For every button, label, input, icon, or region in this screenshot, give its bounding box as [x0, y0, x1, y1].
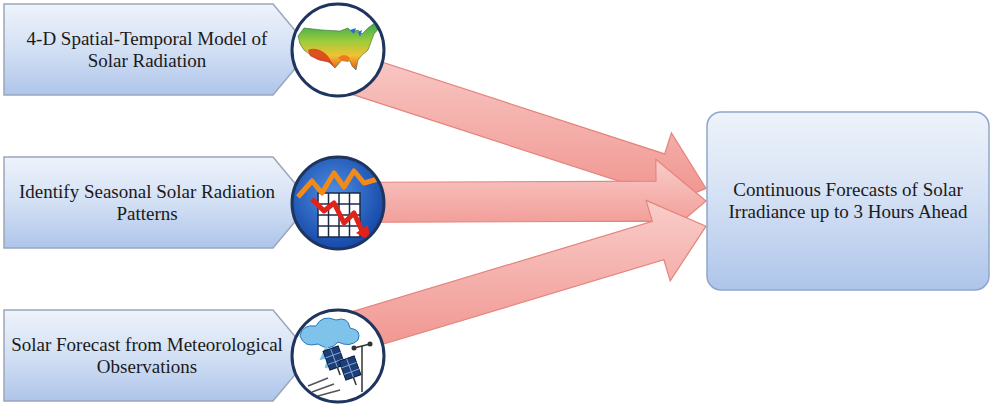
icon-ring: [292, 310, 384, 402]
drawing-part: [318, 225, 360, 227]
icon-art: [300, 318, 373, 396]
icon-ring: [292, 157, 384, 249]
rounded-box: [707, 112, 989, 290]
drawing-part: [300, 318, 359, 348]
chart-icon: [288, 153, 388, 253]
input-chevron: 4-D Spatial-Temporal Model of Solar Radi…: [3, 3, 313, 96]
input-chevron: Identify Seasonal Solar Radiation Patter…: [3, 156, 313, 249]
node-label: 4-D Spatial-Temporal Model of Solar Radi…: [11, 28, 283, 72]
input-chevron: Solar Forecast from Meteorological Obser…: [3, 309, 313, 402]
drawing-part: [338, 55, 350, 62]
chevron-shape: [4, 157, 311, 248]
chevron-shape: [4, 4, 311, 95]
drawing-part: [353, 377, 356, 385]
node-body: Continuous Forecasts of Solar Irradiance…: [706, 111, 990, 291]
drawing-part: [298, 22, 379, 70]
drawing-part: [337, 367, 340, 375]
node-label: Solar Forecast from Meteorological Obser…: [11, 334, 283, 378]
drawing-part: [339, 355, 361, 379]
drawing-part: [361, 346, 363, 392]
node-label: Identify Seasonal Solar Radiation Patter…: [11, 181, 283, 225]
drawing-part: [339, 355, 364, 387]
icon-disc: [292, 310, 384, 402]
map-icon: [288, 0, 388, 100]
chevron-shape: [4, 310, 311, 401]
icon-art: [298, 171, 378, 241]
drawing-part: [352, 345, 357, 350]
weather-icon: [288, 306, 388, 406]
node-label: Continuous Forecasts of Solar Irradiance…: [722, 179, 974, 223]
drawing-part: [368, 341, 373, 346]
icon-ring: [292, 4, 384, 96]
drawing-part: [339, 355, 361, 379]
node-body: Identify Seasonal Solar Radiation Patter…: [3, 156, 313, 249]
output-box: Continuous Forecasts of Solar Irradiance…: [706, 111, 990, 291]
drawing-part: [298, 171, 378, 197]
node-body: 4-D Spatial-Temporal Model of Solar Radi…: [3, 3, 313, 96]
drawing-part: [350, 28, 362, 37]
drawing-part: [308, 48, 334, 65]
icon-art: [298, 22, 379, 70]
icon-disc: [292, 4, 384, 96]
icon-disc: [292, 157, 384, 249]
node-body: Solar Forecast from Meteorological Obser…: [3, 309, 313, 402]
drawing-part: [312, 199, 362, 231]
